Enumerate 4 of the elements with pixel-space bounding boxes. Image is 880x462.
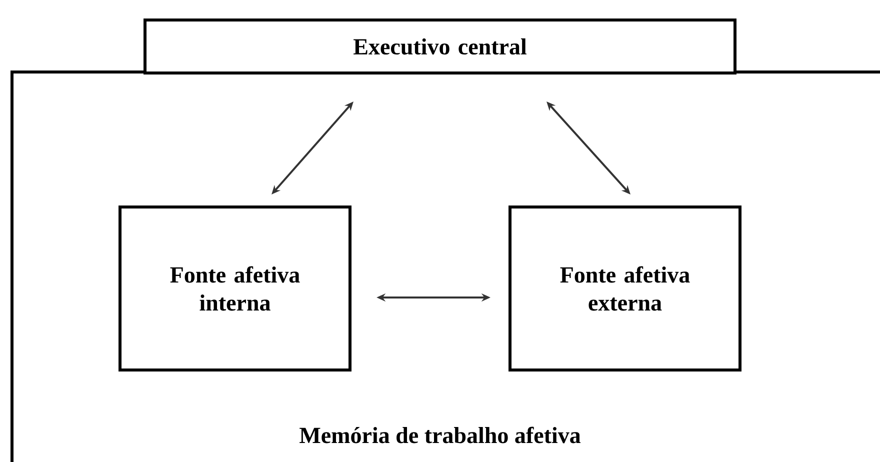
source-box: Fonte afetiva interna — [118, 205, 352, 372]
executive-box: Executivo central — [144, 18, 736, 74]
frame-label: Memória de trabalho afetiva — [300, 426, 581, 444]
source-box: Fonte afetiva externa — [508, 205, 742, 372]
